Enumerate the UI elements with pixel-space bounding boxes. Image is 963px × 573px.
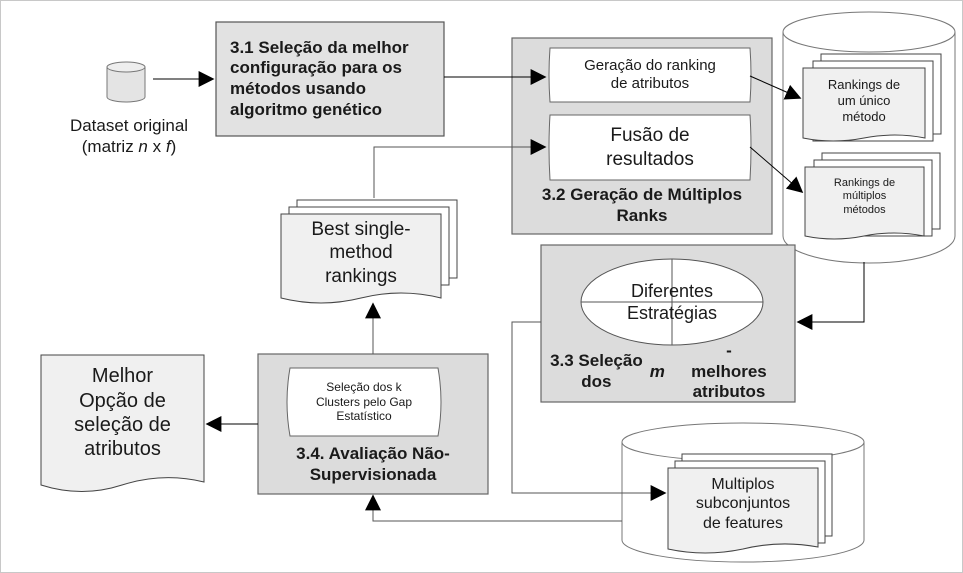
ranking-generation-label: Geração do ranking de atributos	[584, 56, 716, 92]
results-fusion-pill	[548, 114, 752, 181]
multiple-methods-label: Rankings de múltiplos métodos	[833, 176, 896, 216]
dataset-label: Dataset original (matriz n x f)	[44, 116, 214, 157]
dataset-cylinder-icon	[106, 61, 146, 103]
ranking-generation-pill	[548, 47, 752, 103]
multiple-methods-stack	[804, 152, 941, 240]
box-3-2-title: 3.2 Geração de Múltiplos Ranks	[541, 185, 743, 225]
arrow-storage-to-3-3	[796, 262, 865, 330]
single-method-stack	[802, 53, 942, 142]
box-3-3-title: 3.3 Seleção dos m- melhores atributos	[550, 340, 767, 402]
arrow-subsets-to-3-4	[365, 494, 622, 522]
best-option-label: Melhor Opção de seleção de atributos	[74, 365, 171, 461]
strategies-ellipse	[580, 258, 764, 346]
arrow-ranking-to-storage	[749, 75, 802, 100]
clusters-label: Seleção dos k Clusters pelo Gap Estatíst…	[315, 380, 413, 424]
arrow-best-to-fusion	[373, 139, 547, 198]
best-option-document	[40, 354, 205, 492]
box-3-1-title: 3.1 Seleção da melhor configuração para …	[230, 37, 409, 119]
subsets-stack	[667, 453, 833, 554]
box-3-1	[215, 21, 445, 137]
results-fusion-label: Fusão de resultados	[606, 125, 694, 170]
subsets-label: Multiplos subconjuntos de features	[695, 475, 791, 532]
best-rankings-label: Best single- method rankings	[311, 219, 411, 287]
arrow-3-3-to-subsets	[511, 321, 667, 501]
box-3-4-title: 3.4. Avaliação Não- Supervisionada	[296, 444, 450, 484]
single-method-label: Rankings de um único método	[827, 77, 901, 124]
clusters-pill	[286, 367, 442, 437]
strategies-label: Diferentes Estratégias	[626, 281, 718, 323]
best-rankings-stack	[280, 199, 458, 304]
arrow-fusion-to-storage	[749, 146, 804, 194]
dataset-line1: Dataset original	[69, 116, 189, 136]
dataset-line2: (matriz n x f)	[81, 137, 177, 156]
